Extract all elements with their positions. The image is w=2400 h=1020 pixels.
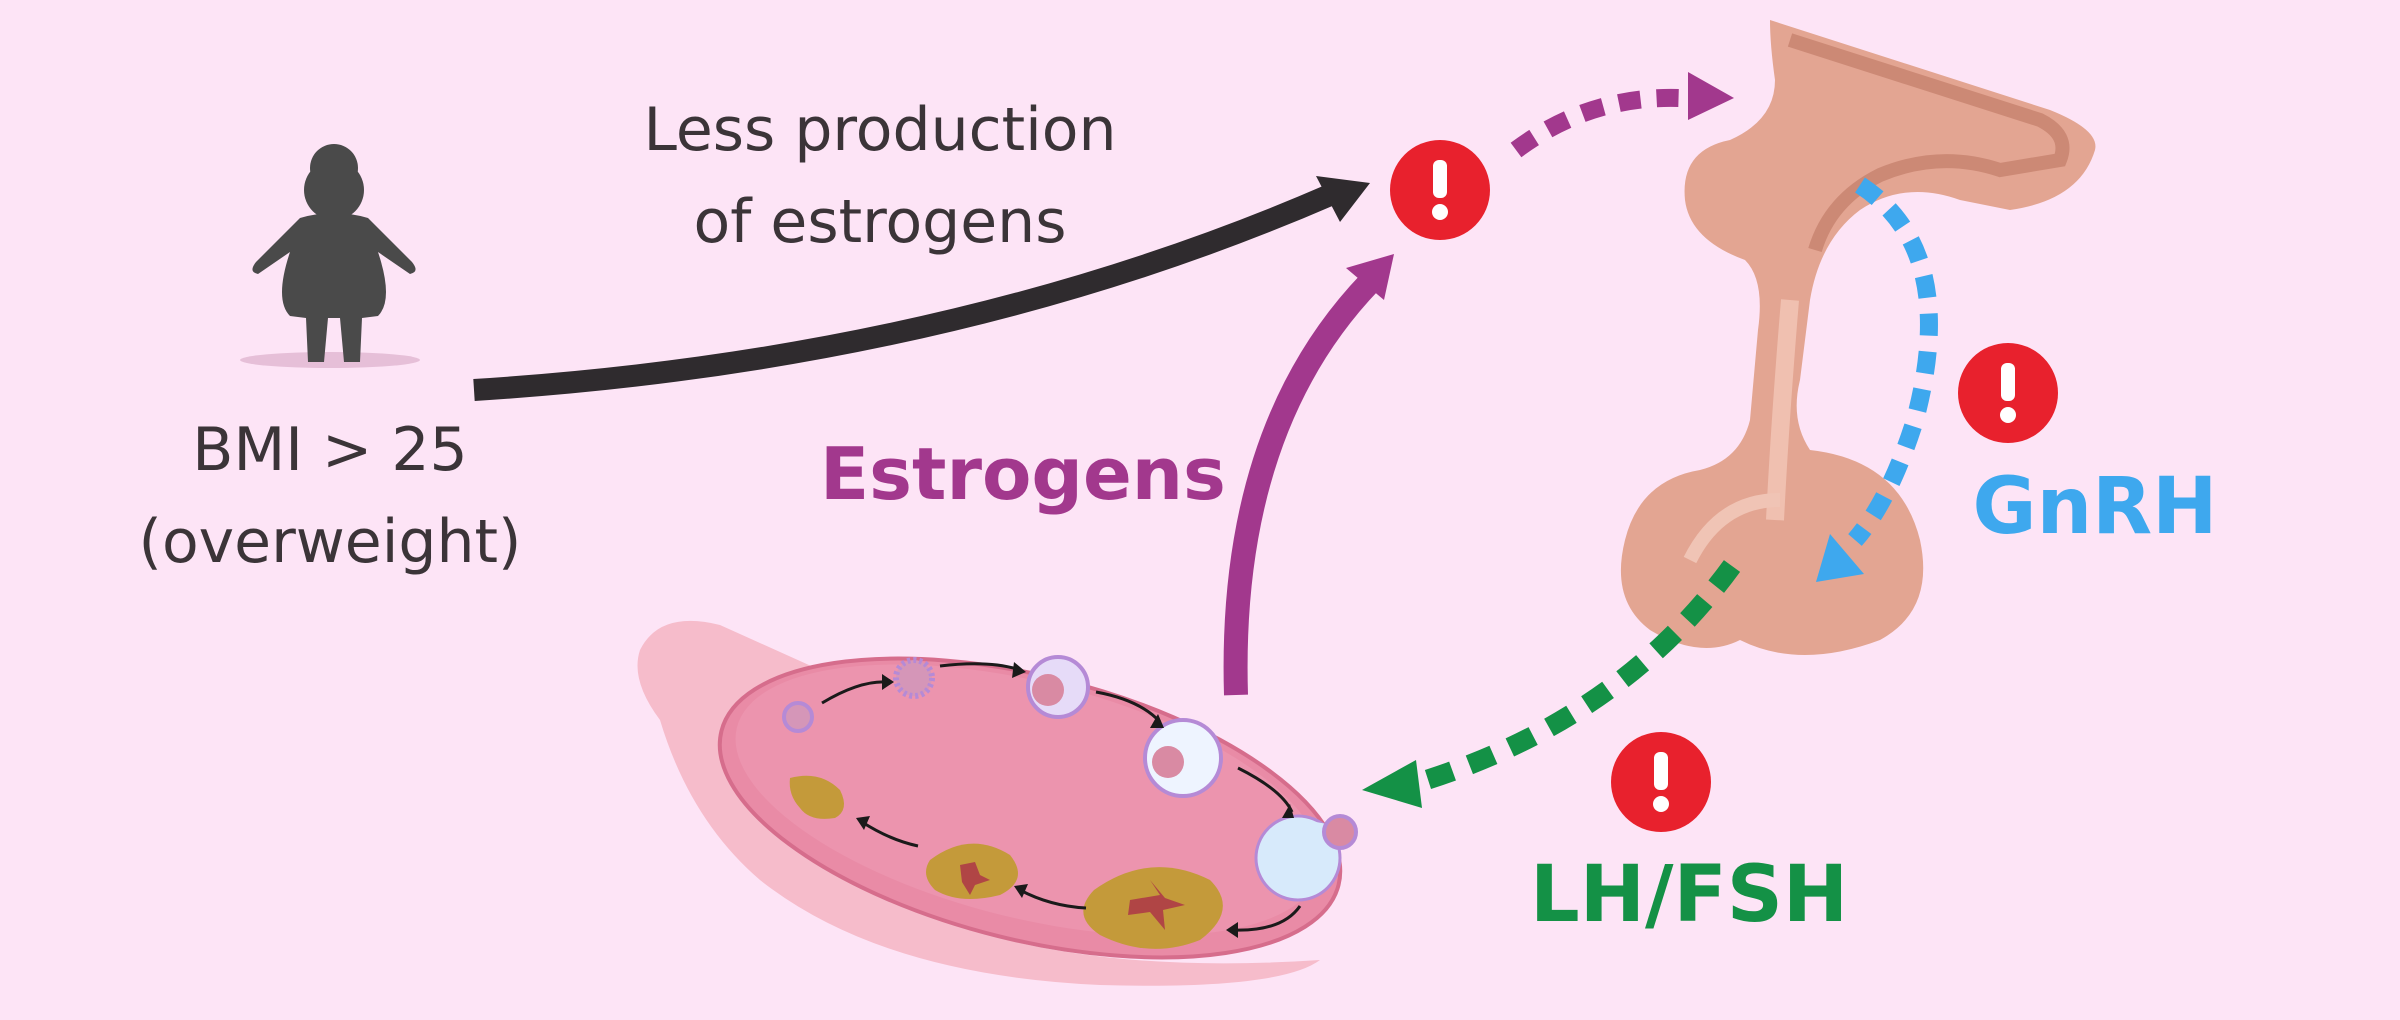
pituitary-gland xyxy=(1620,20,2096,655)
bmi-label: BMI > 25 (overweight) xyxy=(138,415,522,577)
lhfsh-dotted-arrow xyxy=(1417,560,1741,792)
black-arrow xyxy=(473,184,1335,401)
lhfsh-arrow-head xyxy=(1362,760,1422,808)
alert-icon-gnrh xyxy=(1958,343,2058,443)
purple-dotted-arrow-head xyxy=(1688,72,1734,120)
estrogens-label: Estrogens xyxy=(820,432,1226,516)
estrogen-arrow-head xyxy=(1346,254,1394,300)
gnrh-label: GnRH xyxy=(1972,462,2218,552)
alert-icon-top xyxy=(1390,140,1490,240)
lhfsh-label: LH/FSH xyxy=(1530,850,1849,940)
gnrh-arrow-head xyxy=(1816,534,1864,582)
gnrh-dotted-arrow xyxy=(1848,177,1938,546)
black-arrow-head xyxy=(1316,176,1370,222)
less-production-label: Less production of estrogens xyxy=(643,95,1117,257)
estrogen-arrow xyxy=(1223,273,1379,696)
alert-icon-lhfsh xyxy=(1611,732,1711,832)
purple-dotted-arrow xyxy=(1510,88,1681,158)
ovary xyxy=(637,620,1358,986)
overweight-woman-icon xyxy=(240,144,420,368)
